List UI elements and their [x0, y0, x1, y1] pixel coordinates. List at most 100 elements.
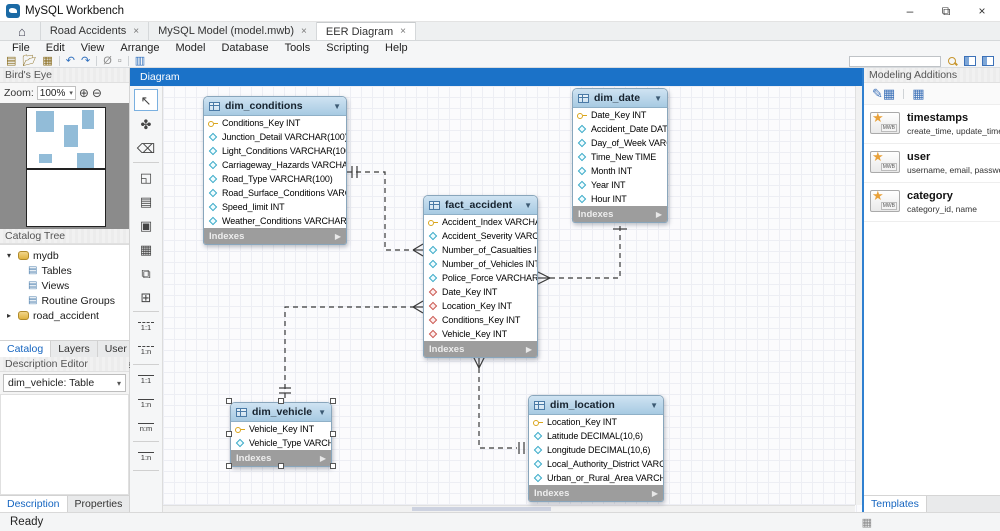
column-row[interactable]: Local_Authority_District VARCHAR(100)	[529, 457, 663, 471]
vertical-scrollbar[interactable]	[855, 86, 862, 505]
modeling-additions-header[interactable]: Modeling Additions	[864, 68, 1000, 83]
menu-file[interactable]: File	[12, 42, 30, 54]
column-row[interactable]: Junction_Detail VARCHAR(100)	[204, 130, 346, 144]
toggle-left-panel-icon[interactable]	[964, 56, 976, 66]
shrink-icon[interactable]: ▫	[117, 55, 122, 67]
indexes-section[interactable]: Indexes▶	[204, 228, 346, 244]
tool-rel-1-n-non-identifying[interactable]: 1:n	[134, 339, 158, 361]
menu-database[interactable]: Database	[221, 42, 269, 54]
horizontal-scrollbar[interactable]	[163, 505, 855, 512]
column-row[interactable]: Date_Key INT	[424, 285, 537, 299]
menu-help[interactable]: Help	[385, 42, 408, 54]
column-row[interactable]: Location_Key INT	[529, 415, 663, 429]
column-row[interactable]: Road_Type VARCHAR(100)	[204, 172, 346, 186]
tool-table[interactable]: ▦	[134, 238, 158, 260]
indexes-section[interactable]: Indexes▶	[573, 206, 667, 222]
indexes-section[interactable]: Indexes▶	[529, 485, 663, 501]
column-row[interactable]: Hour INT	[573, 192, 667, 206]
column-row[interactable]: Speed_limit INT	[204, 200, 346, 214]
undo-icon[interactable]: ↶	[65, 55, 75, 67]
indexes-section[interactable]: Indexes▶	[424, 341, 537, 357]
zoom-in-icon[interactable]: ⊕	[78, 86, 89, 100]
relationship-fact_accident-dim_location[interactable]	[472, 355, 525, 454]
table-header[interactable]: dim_conditions▼	[204, 97, 346, 116]
column-row[interactable]: Year INT	[573, 178, 667, 192]
zoom-out-icon[interactable]: ⊖	[91, 86, 102, 100]
column-row[interactable]: Date_Key INT	[573, 108, 667, 122]
tool-rel-1-1-identifying[interactable]: 1:1	[134, 368, 158, 390]
restore-button[interactable]: ⧉	[941, 4, 951, 18]
menu-view[interactable]: View	[80, 42, 105, 54]
column-row[interactable]: Accident_Severity VARCHAR(5...	[424, 229, 537, 243]
menu-edit[interactable]: Edit	[45, 42, 65, 54]
column-row[interactable]: Month INT	[573, 164, 667, 178]
column-row[interactable]: Number_of_Vehicles INT	[424, 257, 537, 271]
tool-select[interactable]: ↖	[134, 89, 158, 111]
menu-tools[interactable]: Tools	[284, 42, 311, 54]
selection-handle[interactable]	[226, 430, 232, 437]
tree-node-mydb[interactable]: ▾mydb	[0, 248, 129, 263]
tab-catalog[interactable]: Catalog	[0, 341, 52, 357]
tool-routine-group[interactable]: ⊞	[134, 286, 158, 308]
close-icon[interactable]: ×	[133, 25, 140, 37]
new-template-icon[interactable]: ▦	[912, 85, 925, 101]
description-editor-area[interactable]	[0, 394, 129, 495]
menu-model[interactable]: Model	[175, 42, 206, 54]
column-row[interactable]: Accident_Index VARCHAR(50)	[424, 215, 537, 229]
menu-arrange[interactable]: Arrange	[120, 42, 160, 54]
chevron-down-icon[interactable]: ▼	[524, 200, 532, 210]
diagram-table-fact_accident[interactable]: fact_accident▼Accident_Index VARCHAR(50)…	[423, 195, 538, 358]
column-row[interactable]: Location_Key INT	[424, 299, 537, 313]
column-row[interactable]: Vehicle_Key INT	[231, 422, 331, 436]
selection-handle[interactable]	[226, 398, 232, 404]
description-object-select[interactable]: dim_vehicle: Table ▾	[3, 374, 126, 392]
tab-description[interactable]: Description	[0, 496, 68, 512]
indexes-section[interactable]: Indexes▶	[231, 450, 331, 466]
scrollbar-thumb[interactable]	[412, 507, 551, 511]
tool-image[interactable]: ▣	[134, 214, 158, 236]
doc-tab-eer-diagram[interactable]: EER Diagram×	[316, 22, 416, 40]
table-header[interactable]: fact_accident▼	[424, 196, 537, 215]
search-input[interactable]	[849, 55, 941, 67]
grid-toggle-icon[interactable]: ▦	[861, 516, 872, 529]
column-row[interactable]: Urban_or_Rural_Area VARCHAR(50)	[529, 471, 663, 485]
column-row[interactable]: Carriageway_Hazards VARCHAR(100)	[204, 158, 346, 172]
minimize-button[interactable]: –	[906, 4, 914, 18]
menu-scripting[interactable]: Scripting	[326, 42, 370, 54]
column-row[interactable]: Vehicle_Key INT	[424, 327, 537, 341]
diagram-tab[interactable]: Diagram	[130, 68, 862, 86]
column-row[interactable]: Vehicle_Type VARCHAR(10...	[231, 436, 331, 450]
column-row[interactable]: Number_of_Casualties INT	[424, 243, 537, 257]
column-row[interactable]: Weather_Conditions VARCHAR(100)	[204, 214, 346, 228]
column-row[interactable]: Road_Surface_Conditions VARCHAR(10...	[204, 186, 346, 200]
selection-handle[interactable]	[330, 398, 336, 404]
home-tab[interactable]: ⌂	[4, 22, 41, 40]
close-button[interactable]: ×	[978, 4, 986, 18]
chevron-down-icon[interactable]: ▼	[318, 407, 326, 417]
column-row[interactable]: Police_Force VARCHAR(100)	[424, 271, 537, 285]
doc-tab-road-accidents[interactable]: Road Accidents×	[41, 22, 150, 40]
tab-layers[interactable]: Layers	[51, 341, 98, 357]
tool-layer[interactable]: ◱	[134, 166, 158, 188]
zoom-reset-icon[interactable]: Ø	[103, 55, 112, 67]
column-row[interactable]: Day_of_Week VARCHAR(2...	[573, 136, 667, 150]
tool-rel-1-1-non-identifying[interactable]: 1:1	[134, 315, 158, 337]
tool-rel-1-n-existing-columns[interactable]: 1:n	[134, 445, 158, 467]
search-icon[interactable]	[947, 56, 958, 67]
catalog-tree-header[interactable]: Catalog Tree	[0, 229, 129, 244]
doc-tab-mysql-model-model-mwb-[interactable]: MySQL Model (model.mwb)×	[149, 22, 317, 40]
tree-node-views[interactable]: ▤Views	[0, 278, 129, 293]
birds-eye-header[interactable]: Bird's Eye	[0, 68, 129, 83]
chevron-down-icon[interactable]: ▼	[333, 101, 341, 111]
relationship-fact_accident-dim_conditions[interactable]	[347, 166, 424, 257]
new-diagram-icon[interactable]: ▥	[134, 55, 146, 67]
new-document-icon[interactable]: ▤	[6, 55, 17, 67]
table-header[interactable]: dim_location▼	[529, 396, 663, 415]
